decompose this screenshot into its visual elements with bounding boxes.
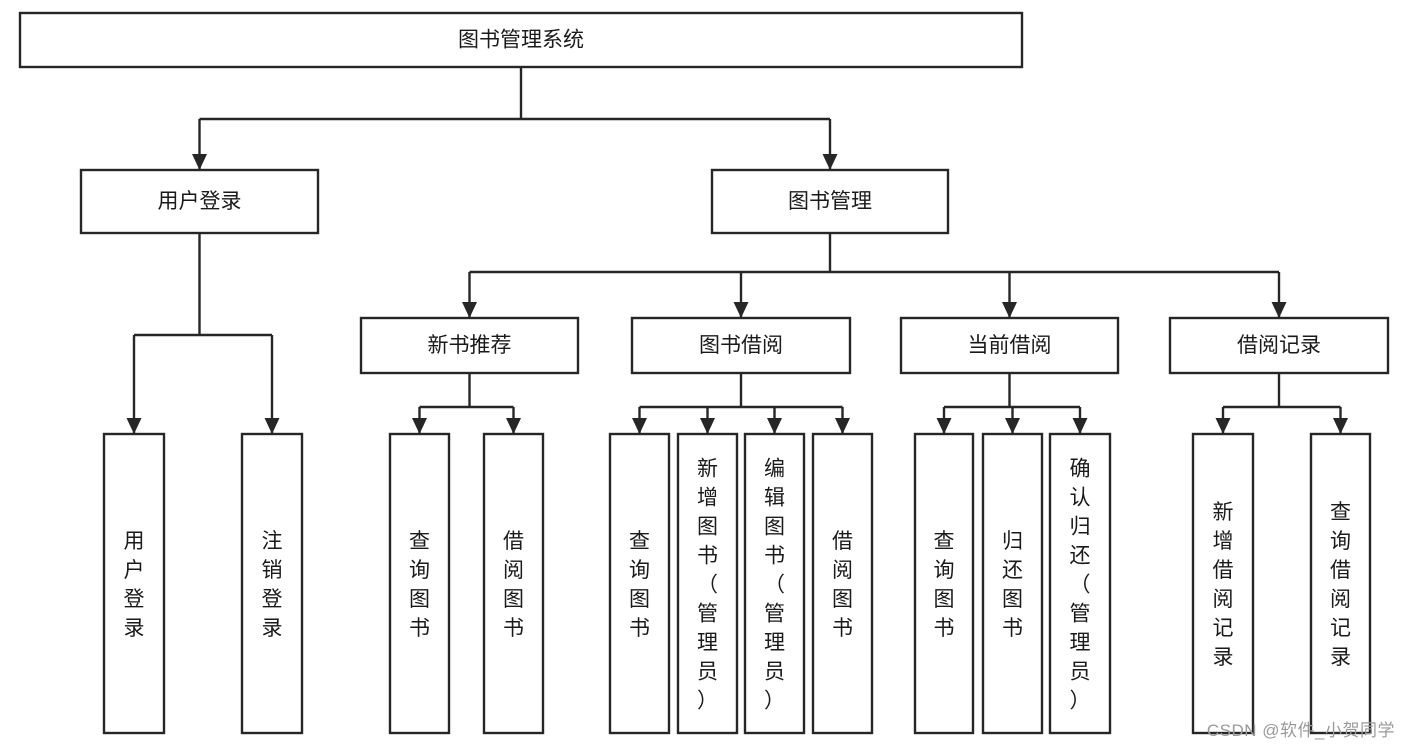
- node-查询图书[interactable]: 查询图书: [608, 432, 671, 735]
- node-label: 查询图书: [629, 530, 650, 640]
- arrow-head-icon: [506, 418, 521, 434]
- node-box: [1168, 316, 1390, 375]
- node-确认归还管理员[interactable]: 确认归还（管理员）: [1048, 432, 1112, 735]
- node-新增借阅记录[interactable]: 新增借阅记录: [1191, 432, 1255, 735]
- node-label: 用户登录: [158, 190, 242, 213]
- node-图书管理[interactable]: 图书管理: [710, 168, 950, 235]
- arrow-head-icon: [632, 418, 647, 434]
- node-box: [899, 316, 1120, 375]
- arrow-head-icon: [192, 154, 207, 170]
- node-box: [743, 432, 806, 735]
- node-box: [18, 11, 1024, 69]
- node-用户登录[interactable]: 用户登录: [79, 168, 320, 235]
- node-label: 当前借阅: [968, 334, 1052, 357]
- node-当前借阅[interactable]: 当前借阅: [899, 316, 1120, 375]
- node-编辑图书管理员[interactable]: 编辑图书（管理员）: [743, 432, 806, 735]
- node-查询图书[interactable]: 查询图书: [913, 432, 975, 735]
- node-label: 借阅图书: [503, 530, 524, 640]
- node-label: 用户登录: [124, 530, 145, 640]
- node-label: 借阅图书: [832, 530, 853, 640]
- arrow-head-icon: [264, 418, 280, 434]
- node-box: [811, 432, 874, 735]
- node-box: [79, 168, 320, 235]
- arrow-head-icon: [700, 418, 715, 434]
- node-label: 图书借阅: [699, 334, 783, 357]
- arrow-head-icon: [412, 418, 427, 434]
- node-label: 图书管理系统: [458, 29, 584, 52]
- node-用户登录[interactable]: 用户登录: [102, 432, 166, 735]
- arrow-head-icon: [462, 302, 477, 318]
- node-box: [240, 432, 304, 735]
- node-box: [710, 168, 950, 235]
- node-label: 查询图书: [934, 530, 955, 640]
- node-图书管理系统[interactable]: 图书管理系统: [18, 11, 1024, 69]
- node-label: 确认归还（管理员）: [1070, 458, 1091, 713]
- node-查询图书[interactable]: 查询图书: [388, 432, 451, 735]
- node-新增图书管理员[interactable]: 新增图书（管理员）: [676, 432, 739, 735]
- arrow-head-icon: [822, 154, 838, 170]
- node-box: [608, 432, 671, 735]
- node-借阅图书[interactable]: 借阅图书: [482, 432, 545, 735]
- node-label: 查询借阅记录: [1330, 501, 1351, 669]
- node-图书借阅[interactable]: 图书借阅: [630, 316, 852, 375]
- node-box: [102, 432, 166, 735]
- node-box: [482, 432, 545, 735]
- node-label: 借阅记录: [1237, 334, 1321, 357]
- node-box: [630, 316, 852, 375]
- node-box: [388, 432, 451, 735]
- node-label: 新增图书（管理员）: [697, 458, 718, 713]
- node-box: [1309, 432, 1372, 735]
- arrow-head-icon: [835, 418, 850, 434]
- arrow-head-icon: [126, 418, 142, 434]
- node-借阅图书[interactable]: 借阅图书: [811, 432, 874, 735]
- node-label: 新书推荐: [428, 334, 512, 357]
- arrow-head-icon: [767, 418, 782, 434]
- node-label: 注销登录: [262, 530, 283, 640]
- arrow-head-icon: [733, 302, 749, 318]
- arrow-head-icon: [1005, 418, 1020, 434]
- arrow-head-icon: [1002, 302, 1017, 318]
- node-注销登录[interactable]: 注销登录: [240, 432, 304, 735]
- arrow-head-icon: [936, 418, 952, 434]
- node-归还图书[interactable]: 归还图书: [981, 432, 1044, 735]
- arrow-head-icon: [1271, 302, 1287, 318]
- node-查询借阅记录[interactable]: 查询借阅记录: [1309, 432, 1372, 735]
- node-新书推荐[interactable]: 新书推荐: [359, 316, 580, 375]
- node-label: 查询图书: [409, 530, 430, 640]
- node-box: [359, 316, 580, 375]
- arrow-head-icon: [1215, 418, 1231, 434]
- arrow-head-icon: [1072, 418, 1088, 434]
- node-label: 新增借阅记录: [1213, 501, 1234, 669]
- node-label: 编辑图书（管理员）: [764, 458, 785, 713]
- node-box: [913, 432, 975, 735]
- node-box: [1191, 432, 1255, 735]
- arrow-head-icon: [1333, 418, 1348, 434]
- node-label: 归还图书: [1002, 530, 1023, 640]
- node-label: 图书管理: [788, 190, 872, 213]
- node-box: [1048, 432, 1112, 735]
- node-box: [981, 432, 1044, 735]
- node-box: [676, 432, 739, 735]
- node-借阅记录[interactable]: 借阅记录: [1168, 316, 1390, 375]
